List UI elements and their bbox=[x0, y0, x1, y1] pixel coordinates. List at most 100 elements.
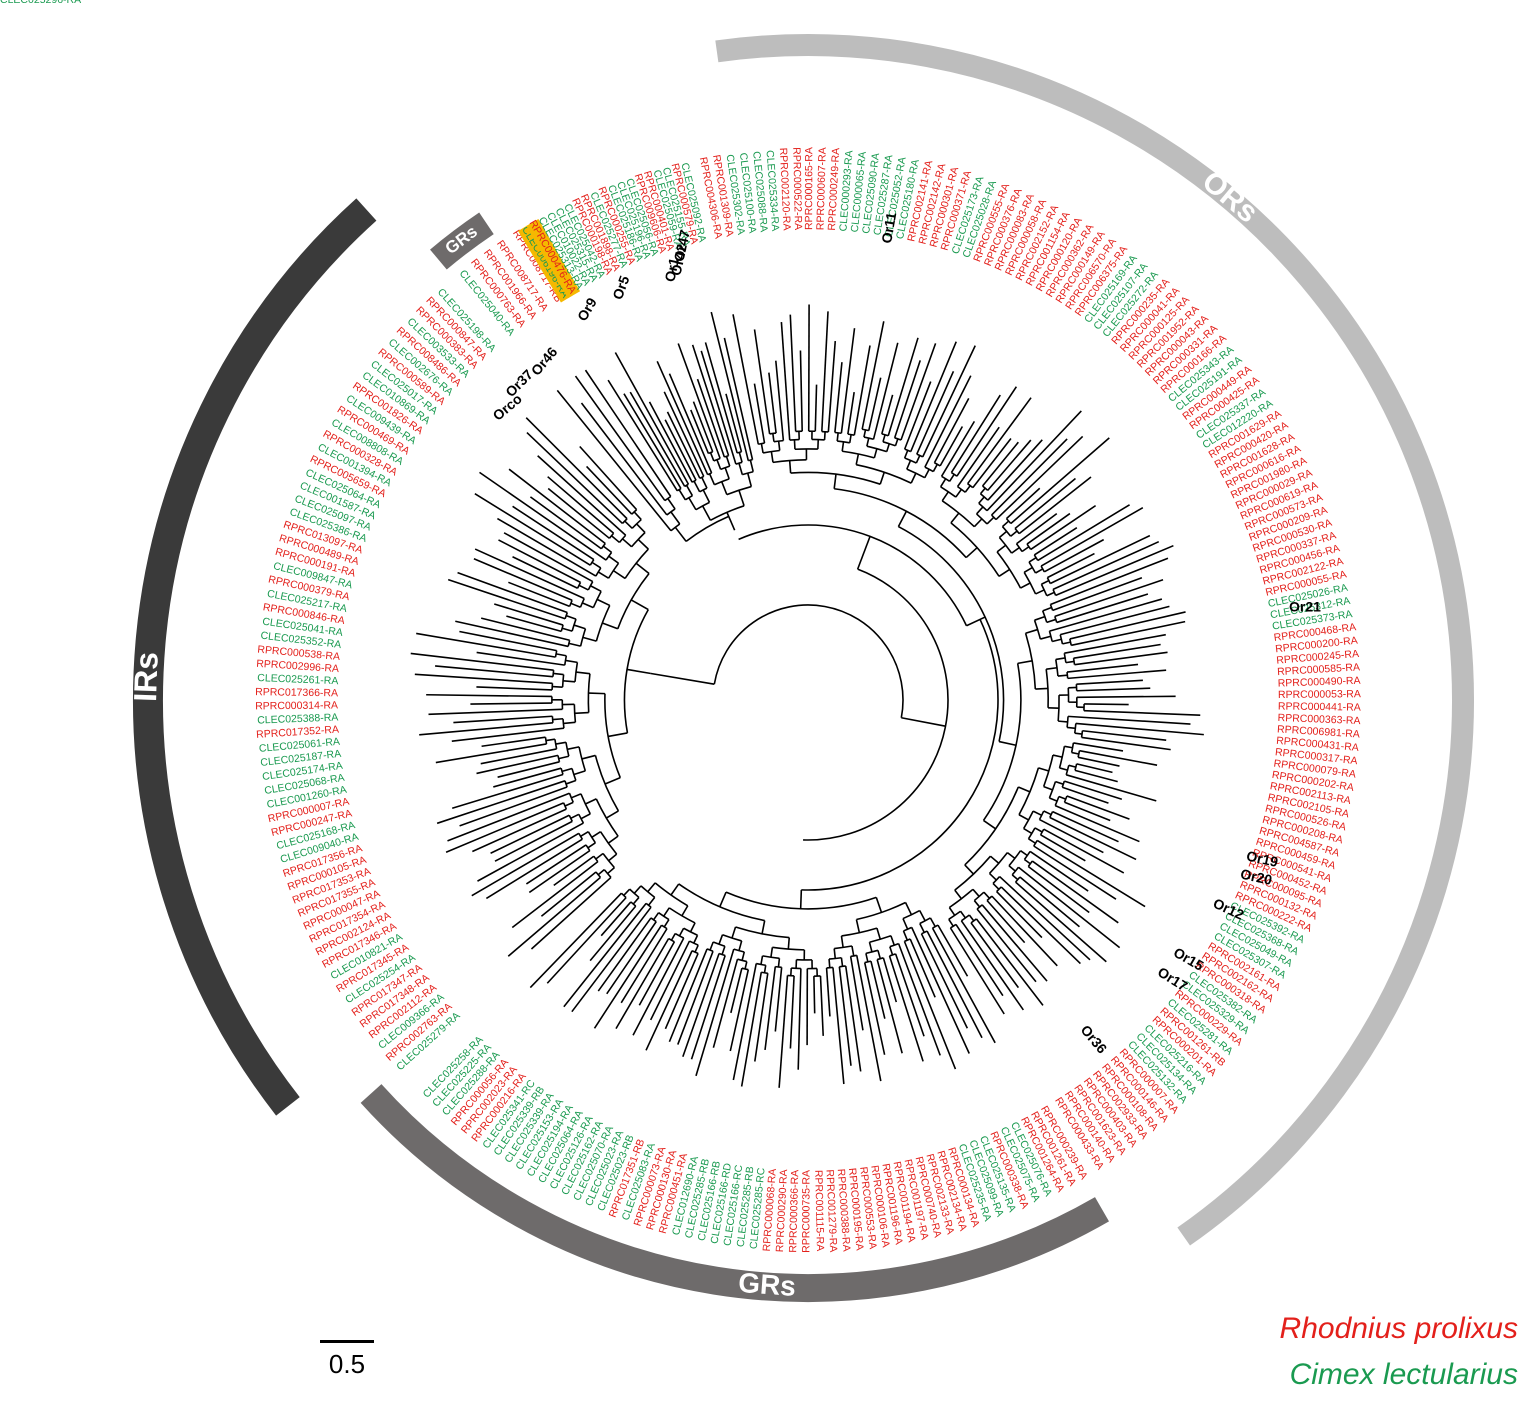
tree-branch bbox=[990, 438, 1068, 516]
tree-branch bbox=[494, 603, 564, 626]
tree-branch bbox=[544, 737, 548, 745]
tree-branch bbox=[1067, 726, 1076, 730]
tree-branch bbox=[540, 871, 597, 917]
grs-arc-bottom bbox=[360, 1084, 1109, 1302]
scale-bar-label: 0.5 bbox=[328, 1349, 366, 1379]
tree-branch bbox=[578, 746, 587, 772]
tree-branch bbox=[758, 442, 765, 446]
tree-branch bbox=[584, 369, 672, 497]
tree-branch bbox=[995, 435, 1084, 521]
tree-branch bbox=[447, 578, 566, 620]
tree-branch bbox=[506, 615, 562, 633]
tree-branch bbox=[772, 433, 775, 442]
tree-branch bbox=[788, 460, 792, 474]
tree-branch bbox=[890, 935, 896, 946]
tree-branch bbox=[419, 722, 553, 736]
tree-branch bbox=[1072, 658, 1076, 665]
tree-branch bbox=[867, 377, 882, 431]
tree-branch bbox=[910, 927, 970, 1054]
tree-branch bbox=[1074, 763, 1078, 771]
tree-branch bbox=[702, 489, 711, 503]
tree-branch bbox=[990, 514, 997, 521]
tree-branch bbox=[723, 337, 754, 460]
tree-branch bbox=[629, 391, 686, 487]
tree-branch bbox=[1016, 512, 1058, 545]
tree-branch bbox=[636, 523, 646, 534]
tree-branch bbox=[856, 536, 871, 570]
tree-branch bbox=[729, 969, 750, 1052]
tree-branch bbox=[836, 432, 839, 442]
tree-branch bbox=[1073, 643, 1161, 659]
tree-branch bbox=[950, 923, 957, 929]
tree-branch bbox=[564, 801, 574, 807]
tree-branch bbox=[1017, 866, 1121, 949]
tree-branch bbox=[931, 927, 996, 1044]
tree-branch bbox=[637, 538, 649, 550]
tree-branch bbox=[1049, 598, 1163, 632]
tree-branch bbox=[964, 485, 971, 493]
legend-cimex: Cimex lectularius bbox=[1289, 1358, 1518, 1391]
tree-branch bbox=[989, 855, 1000, 864]
tree-branch bbox=[608, 853, 618, 862]
tree-branch bbox=[632, 896, 640, 905]
tree-branch bbox=[457, 571, 568, 614]
tree-branch bbox=[604, 776, 621, 785]
tree-branch bbox=[1048, 630, 1053, 642]
tree-branch bbox=[545, 738, 556, 742]
tree-branch bbox=[983, 819, 997, 830]
tree-branch bbox=[451, 773, 564, 809]
tree-branch bbox=[956, 426, 1000, 488]
tree-branch bbox=[1058, 795, 1067, 800]
tree-branch bbox=[552, 717, 564, 721]
tree-branch bbox=[1010, 437, 1110, 525]
tree-branch bbox=[579, 445, 638, 511]
tree-branch bbox=[595, 605, 611, 642]
tree-branch bbox=[894, 437, 902, 441]
tree-branch bbox=[909, 938, 936, 998]
tree-branch bbox=[615, 938, 670, 1030]
tree-branch bbox=[738, 490, 745, 507]
tree-branch bbox=[713, 457, 721, 462]
tree-branch bbox=[699, 475, 705, 480]
tree-branch bbox=[957, 485, 966, 493]
tree-branch bbox=[1001, 526, 1012, 537]
tree-branch bbox=[746, 472, 753, 487]
tree-branch bbox=[663, 391, 705, 477]
tree-branch bbox=[1018, 476, 1092, 535]
tree-branch bbox=[691, 479, 697, 483]
tree-branch bbox=[841, 441, 845, 452]
tree-branch bbox=[998, 530, 1008, 539]
tree-branch bbox=[1047, 552, 1095, 579]
tree-branch bbox=[602, 545, 613, 553]
tree-branch bbox=[667, 498, 676, 510]
tree-branch bbox=[553, 672, 564, 676]
tree-branch bbox=[708, 473, 716, 486]
tip-label: CLEC025261-RA bbox=[257, 672, 339, 687]
tree-branch bbox=[512, 505, 595, 561]
tree-branch bbox=[595, 871, 602, 878]
tip-label: RPRC000366-RA bbox=[787, 1170, 801, 1253]
tree-branch bbox=[690, 955, 726, 1060]
tree-branch bbox=[620, 928, 668, 1004]
tree-branch bbox=[507, 876, 601, 957]
scale-bar-line bbox=[320, 1340, 374, 1343]
tree-branch bbox=[813, 976, 816, 1014]
tree-branch bbox=[567, 746, 580, 751]
tree-branch bbox=[1039, 818, 1104, 854]
tree-branch bbox=[677, 343, 721, 459]
tree-branch bbox=[447, 792, 570, 842]
tree-branch bbox=[849, 956, 864, 1031]
tree-branch bbox=[870, 960, 886, 1019]
tree-branch bbox=[605, 551, 613, 561]
tree-branch bbox=[1041, 610, 1048, 623]
tree-branch bbox=[1060, 605, 1170, 636]
tree-branch bbox=[865, 953, 869, 963]
tree-branch bbox=[1018, 814, 1029, 821]
tree-branch bbox=[1081, 736, 1171, 751]
tree-branch bbox=[706, 948, 714, 953]
tree-branch bbox=[894, 953, 925, 1037]
tree-branch bbox=[565, 779, 577, 785]
tree-branch bbox=[1057, 674, 1068, 677]
tree-branch bbox=[848, 434, 852, 443]
tree-branch bbox=[1026, 512, 1071, 545]
